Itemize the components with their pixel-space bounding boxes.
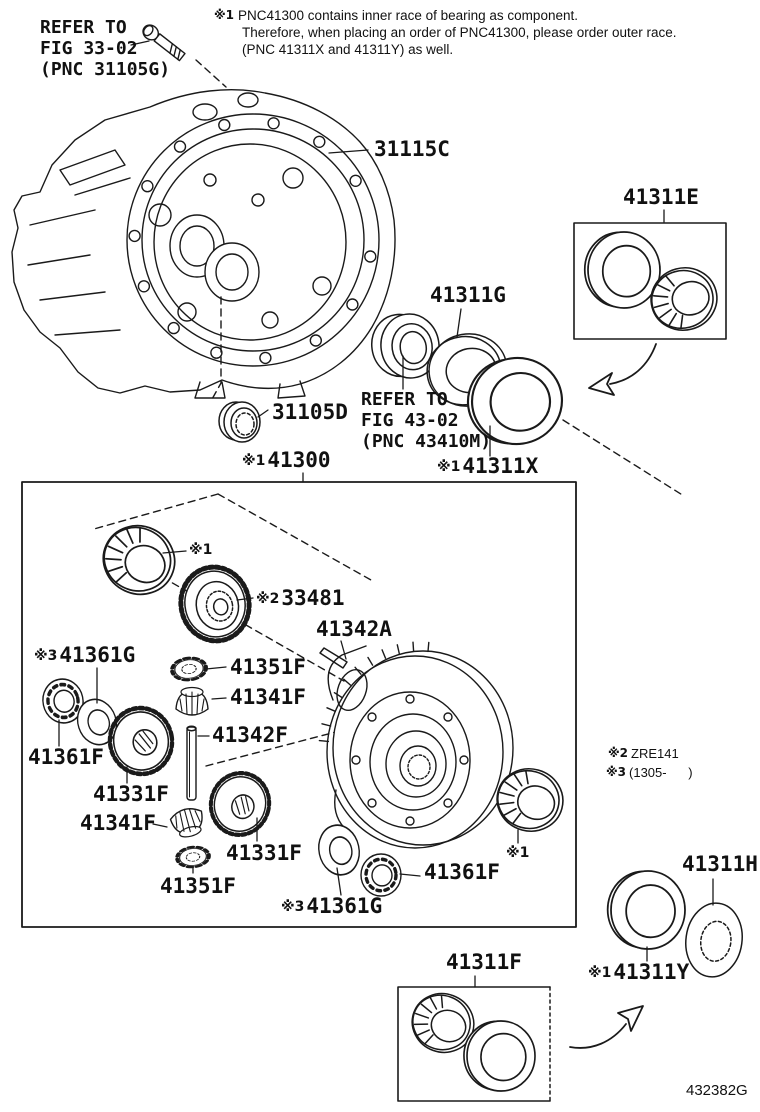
bearing-star1-top-drawing bbox=[92, 514, 186, 606]
washer-41361g-b-drawing bbox=[314, 821, 364, 878]
seal-31105d-drawing bbox=[218, 401, 261, 443]
shaft-41342f-drawing bbox=[186, 725, 197, 801]
part-label-41351F-b: 41351F bbox=[160, 874, 236, 898]
arrow-up-right-icon bbox=[569, 1005, 644, 1049]
leader-lines bbox=[58, 40, 714, 988]
refer-fig-43-02-note: REFER TO FIG 43-02 (PNC 43410M) bbox=[361, 389, 492, 452]
pinion-41341f-a-drawing bbox=[175, 686, 209, 716]
washer-41351f-a-drawing bbox=[171, 656, 207, 681]
gear-33481-drawing bbox=[178, 564, 252, 644]
part-label-41311G: 41311G bbox=[430, 283, 506, 307]
part-label-41341F-a: 41341F bbox=[230, 685, 306, 709]
top-note: ※1 PNC41300 contains inner race of beari… bbox=[214, 8, 677, 57]
part-label-41361F-a: 41361F bbox=[28, 745, 104, 769]
part-label-41341F-b: 41341F bbox=[80, 811, 156, 835]
washer-41361f-b-drawing bbox=[361, 854, 401, 896]
box-41311e bbox=[574, 223, 726, 339]
race-41311y-drawing bbox=[608, 871, 685, 949]
part-label-41331F-a: 41331F bbox=[93, 782, 169, 806]
box-41311f bbox=[398, 985, 550, 1101]
marker-star1-b: ※1 bbox=[506, 845, 530, 861]
pin-41342a-drawing bbox=[319, 647, 348, 669]
side-gear-41331f-a-drawing bbox=[105, 703, 178, 779]
marker-star1-a: ※1 bbox=[189, 542, 213, 558]
diagram-code: 432382G bbox=[686, 1082, 748, 1099]
bolt-icon bbox=[142, 24, 186, 62]
part-label-41351F-a: 41351F bbox=[230, 655, 306, 679]
differential-case-drawing bbox=[318, 641, 514, 849]
part-label-41331F-b: 41331F bbox=[226, 841, 302, 865]
variant-note-zre141: ※2 ZRE141 bbox=[608, 746, 679, 761]
variant-note-1305: ※3 (1305- ) bbox=[606, 765, 693, 780]
part-label-41342A: 41342A bbox=[316, 617, 392, 641]
part-label-41311E: 41311E bbox=[623, 185, 699, 209]
transaxle-housing-drawing bbox=[11, 89, 396, 399]
part-label-41342F: 41342F bbox=[212, 723, 288, 747]
arrow-down-left-icon bbox=[588, 343, 657, 396]
part-label-41361F-b: 41361F bbox=[424, 860, 500, 884]
shim-41311h-drawing bbox=[685, 902, 743, 978]
part-label-31105D: 31105D bbox=[272, 400, 348, 424]
pinion-41341f-b-drawing bbox=[168, 804, 208, 841]
part-label-31115C: 31115C bbox=[374, 137, 450, 161]
part-label-41311F: 41311F bbox=[446, 950, 522, 974]
refer-fig-33-02-note: REFER TO FIG 33-02 (PNC 31105G) bbox=[40, 17, 171, 80]
assembly-box-41300 bbox=[21, 481, 577, 928]
dashed-leader-lines bbox=[93, 59, 685, 767]
oil-seal-43410m-drawing bbox=[371, 313, 440, 379]
part-label-41311H: 41311H bbox=[682, 852, 758, 876]
side-gear-41331f-b-drawing bbox=[204, 767, 276, 842]
reference-mark-1: ※1 bbox=[214, 8, 235, 22]
washer-41351f-b-drawing bbox=[176, 845, 210, 868]
